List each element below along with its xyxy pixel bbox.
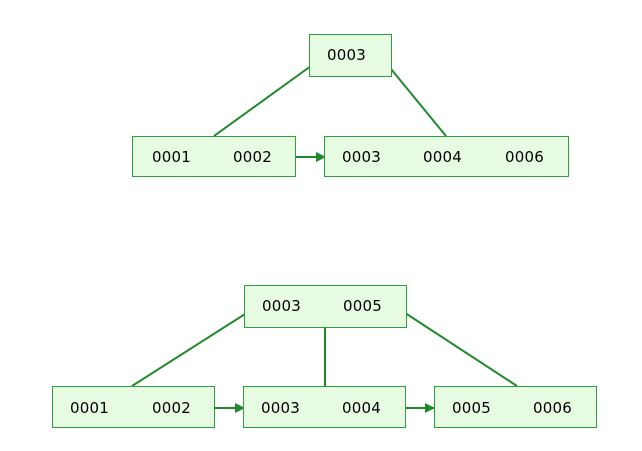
- node-key: 0006: [533, 399, 572, 417]
- root-node: 0003 0005: [244, 285, 407, 328]
- node-key: 0005: [343, 297, 382, 315]
- leaf-node: 0001 0002: [52, 386, 215, 428]
- node-key: 0001: [152, 148, 191, 166]
- edge-root-to-leaf-3: [395, 306, 518, 387]
- leaf-node: 0001 0002: [132, 136, 296, 177]
- node-key: 0002: [233, 148, 272, 166]
- leaf-node: 0005 0006: [434, 386, 597, 428]
- edge-root-to-leaf-1: [213, 57, 323, 137]
- edge-root-to-leaf-2: [381, 57, 447, 137]
- node-key: 0002: [152, 399, 191, 417]
- node-key: 0003: [261, 399, 300, 417]
- node-key: 0004: [342, 399, 381, 417]
- node-key: 0006: [505, 148, 544, 166]
- leaf-node: 0003 0004: [243, 386, 406, 428]
- leaf-node: 0003 0004 0006: [324, 136, 569, 177]
- node-key: 0003: [327, 46, 366, 64]
- node-key: 0005: [452, 399, 491, 417]
- node-key: 0003: [262, 297, 301, 315]
- node-key: 0003: [342, 148, 381, 166]
- edge-root-to-leaf-1: [131, 306, 257, 387]
- node-key: 0001: [70, 399, 109, 417]
- root-node: 0003: [309, 34, 392, 77]
- node-key: 0004: [423, 148, 462, 166]
